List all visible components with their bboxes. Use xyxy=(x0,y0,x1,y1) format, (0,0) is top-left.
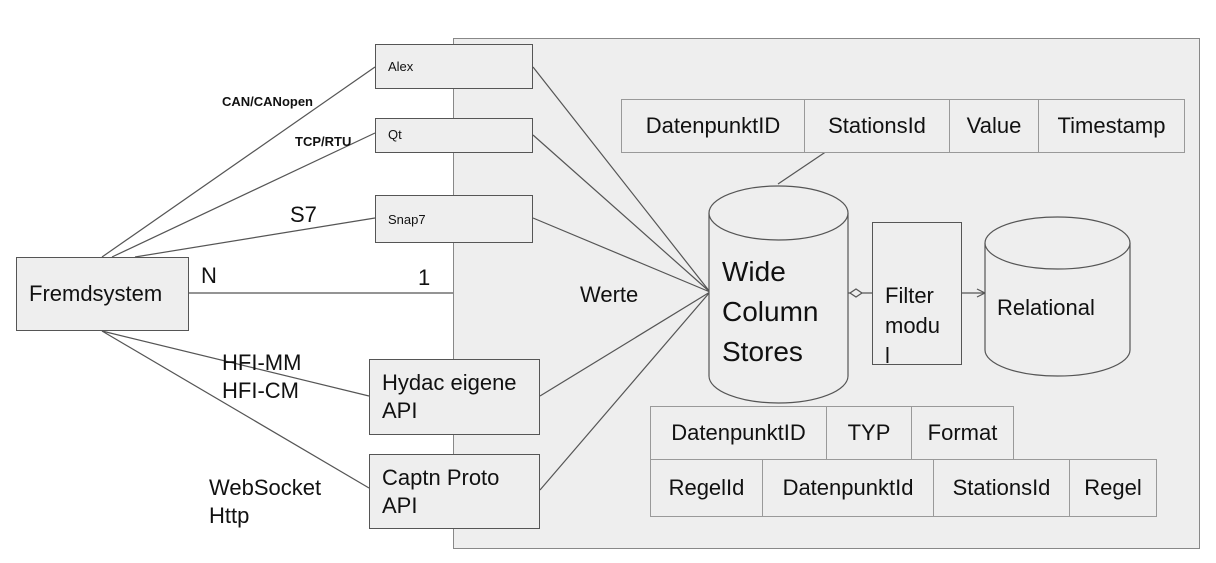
line-captn-wcs xyxy=(539,291,711,491)
protocol-hfi-label: HFI-MM HFI-CM xyxy=(222,350,302,403)
relational-label: Relational xyxy=(997,295,1095,320)
table-top: DatenpunktID StationsId Value Timestamp xyxy=(621,99,1185,153)
fremdsystem-box: Fremdsystem xyxy=(16,257,189,331)
table-mid-cell: TYP xyxy=(827,407,912,459)
table-top-cell: StationsId xyxy=(805,100,950,152)
adapter-snap7: Snap7 xyxy=(375,195,533,243)
line-fremd-snap7 xyxy=(134,217,376,258)
line-hydac-wcs xyxy=(539,291,711,397)
adapter-captn: Captn Proto API xyxy=(369,454,540,529)
relational-cylinder xyxy=(984,216,1131,377)
adapter-alex-label: Alex xyxy=(388,59,414,74)
table-bottom-cell: DatenpunktId xyxy=(763,460,934,516)
multiplicity-n: N xyxy=(201,263,217,288)
adapter-qt: Qt xyxy=(375,118,533,153)
filter-module-label: Filter modu l xyxy=(885,283,941,368)
line-fremd-captn xyxy=(101,330,370,489)
table-top-cell: Timestamp xyxy=(1057,113,1166,138)
adapter-hydac: Hydac eigene API xyxy=(369,359,540,435)
table-bottom-cell: StationsId xyxy=(934,460,1070,516)
protocol-s7-label: S7 xyxy=(290,202,317,227)
protocol-tcp-label: TCP/RTU xyxy=(295,134,352,149)
table-mid-cell: Format xyxy=(927,420,998,445)
adapter-captn-label: Captn Proto API xyxy=(382,464,500,518)
line-fremd-alex xyxy=(101,66,376,258)
werte-label: Werte xyxy=(580,282,639,307)
fremdsystem-label: Fremdsystem xyxy=(29,281,163,306)
diamond-marker xyxy=(848,288,864,298)
line-qt-wcs xyxy=(532,134,711,293)
adapter-qt-label: Qt xyxy=(388,127,402,142)
table-bottom-cell: RegelId xyxy=(651,460,763,516)
adapter-alex: Alex xyxy=(375,44,533,89)
table-mid-cell: DatenpunktID xyxy=(651,407,827,459)
filter-module-box: Filter modu l xyxy=(872,222,962,368)
adapter-hydac-label: Hydac eigene API xyxy=(382,370,517,423)
table-bottom-cell: Regel xyxy=(1084,475,1142,500)
protocol-can-label: CAN/CANopen xyxy=(222,94,313,109)
table-mid: DatenpunktID TYP Format xyxy=(650,406,1014,460)
adapter-snap7-label: Snap7 xyxy=(388,211,426,227)
line-table-wcs xyxy=(777,150,828,185)
line-snap7-wcs xyxy=(532,217,711,293)
table-top-cell: DatenpunktID xyxy=(622,100,805,152)
wide-column-label: Wide Column Stores xyxy=(722,256,819,367)
table-top-cell: Value xyxy=(950,100,1039,152)
protocol-websocket-label: WebSocket Http xyxy=(209,475,322,528)
line-alex-wcs xyxy=(532,66,711,293)
table-bottom: RegelId DatenpunktId StationsId Regel xyxy=(650,459,1157,517)
line-fremd-hydac xyxy=(101,330,370,397)
multiplicity-one: 1 xyxy=(418,265,431,290)
wide-column-cylinder xyxy=(708,185,849,404)
line-fremd-qt xyxy=(111,132,376,258)
